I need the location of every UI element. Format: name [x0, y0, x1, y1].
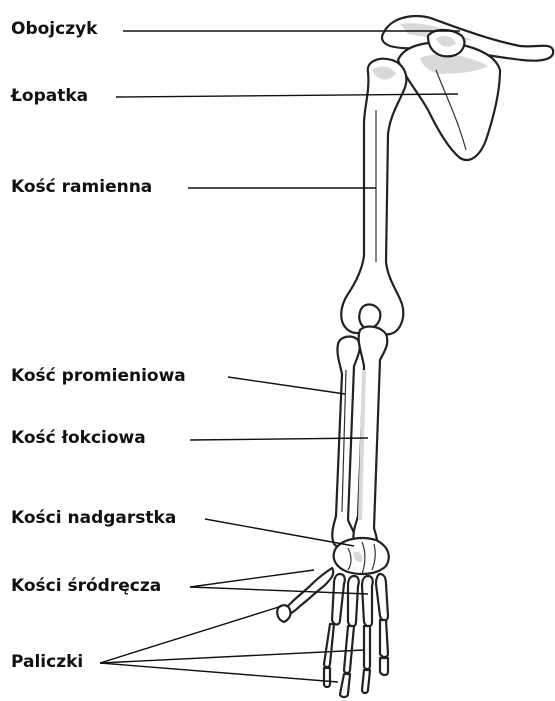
label-humerus: Kość ramienna — [11, 177, 152, 197]
label-ulna: Kość łokciowa — [11, 428, 146, 448]
metacarpal-bones — [283, 568, 388, 627]
humerus-bone — [341, 59, 406, 335]
label-scapula: Łopatka — [11, 86, 88, 106]
label-carpals: Kości nadgarstka — [11, 508, 176, 528]
label-phalanges: Paliczki — [11, 652, 83, 672]
forearm-bones — [332, 327, 387, 552]
label-clavicle: Obojczyk — [11, 19, 98, 39]
label-metacarpals: Kości śródręcza — [11, 576, 161, 596]
label-radius: Kość promieniowa — [11, 366, 186, 386]
